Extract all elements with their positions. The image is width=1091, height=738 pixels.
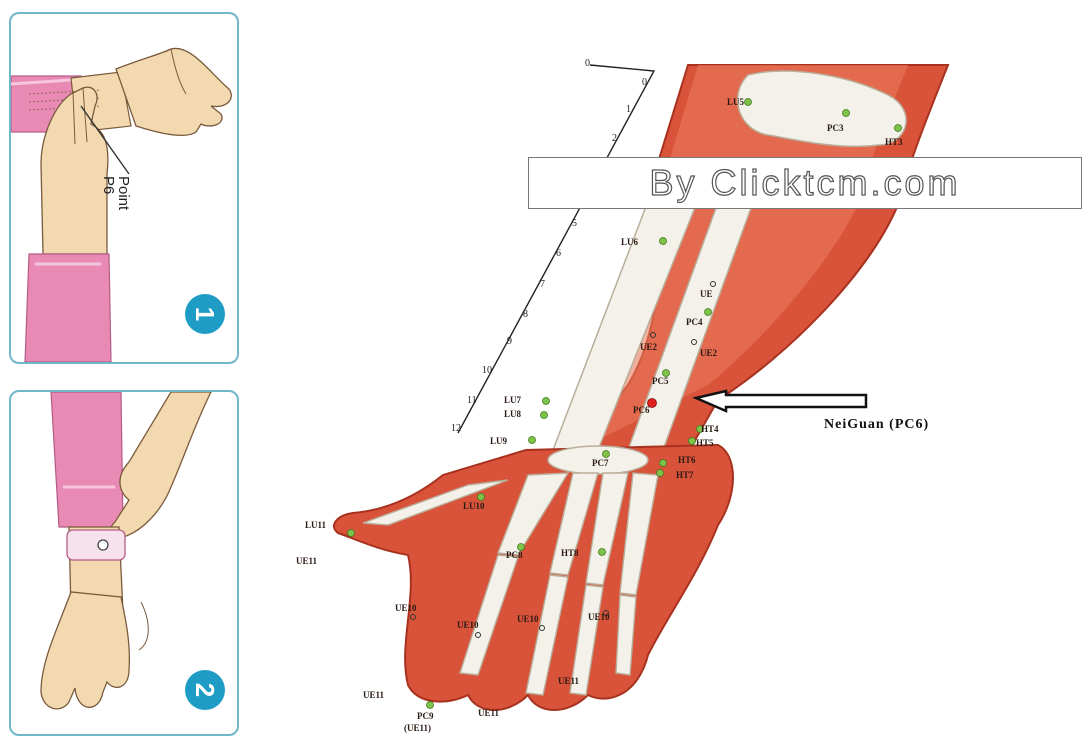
point-label: PC7 [592,458,609,468]
step-2-panel: 2 [9,390,239,736]
point-label: UE11 [478,708,499,718]
point-label: PC4 [686,317,703,327]
step-2-badge: 2 [185,670,225,710]
ruler-tick: 1 [626,104,631,115]
ruler-tick: 6 [556,248,561,259]
point-label: UE2 [640,342,657,352]
ruler-tick: 0 [585,58,590,69]
point-label: LU10 [463,501,485,511]
ruler-tick: 9 [507,336,512,347]
point-label: PC6 [633,405,650,415]
point-label: UE2 [700,348,717,358]
watermark-banner: By Clicktcm.com [528,157,1082,209]
point-label: UE10 [517,614,539,624]
point-label: HT5 [696,438,714,448]
step-1-panel: Point P6 1 [9,12,239,364]
point-label: UE10 [457,620,479,630]
ruler-tick: 2 [612,133,617,144]
ruler-tick: 8 [523,309,528,320]
point-label: HT3 [885,137,903,147]
ruler-tick: 0 [642,77,647,88]
point-label: UE [700,289,713,299]
neiguan-arrow [696,391,866,411]
point-label: LU11 [305,520,326,530]
point-label: PC5 [652,376,669,386]
point-label: UE11 [558,676,579,686]
point-label: HT7 [676,470,694,480]
point-label: LU6 [621,237,638,247]
point-p6-label: Point P6 [101,176,131,210]
point-label: LU8 [504,409,521,419]
point-label: HT8 [561,548,579,558]
point-label: UE11 [296,556,317,566]
point-label: UE11 [363,690,384,700]
ruler-tick: 5 [572,218,577,229]
point-label: LU9 [490,436,507,446]
point-label: (UE11) [404,723,431,733]
point-label: LU5 [727,97,744,107]
point-label: LU7 [504,395,521,405]
point-label: UE10 [588,612,610,622]
neiguan-callout-label: NeiGuan (PC6) [824,417,929,433]
point-label: HT4 [701,424,719,434]
ruler-tick: 12 [451,423,461,434]
point-label: PC9 [417,711,434,721]
ruler-tick: 7 [540,279,545,290]
step-1-badge: 1 [185,294,225,334]
ruler-tick: 11 [467,395,477,406]
ruler-tick: 10 [482,365,492,376]
point-label: HT6 [678,455,696,465]
point-label: PC8 [506,550,523,560]
point-label: PC3 [827,123,844,133]
point-label: UE10 [395,603,417,613]
